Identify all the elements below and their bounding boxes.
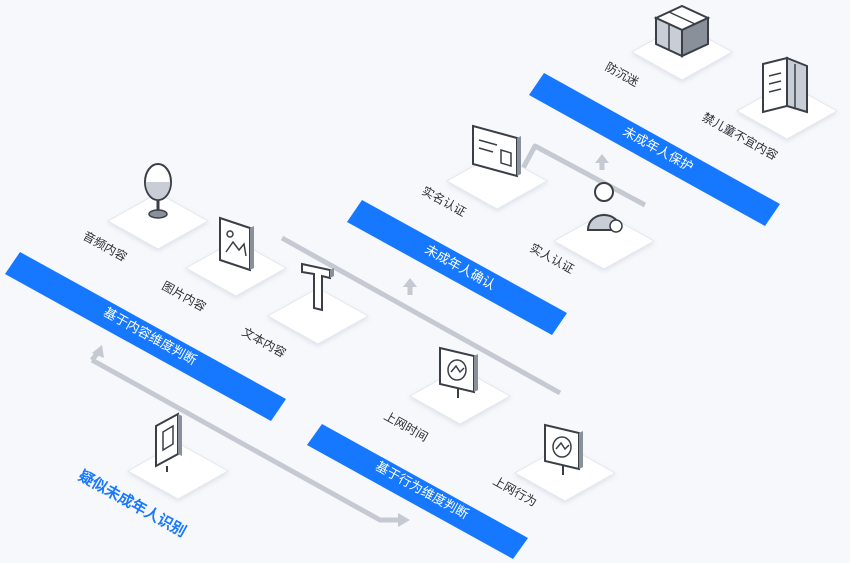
banner-content-label: 基于内容维度判断 xyxy=(101,304,200,368)
connector-content-to-confirm xyxy=(280,235,562,396)
id-card-icon xyxy=(472,124,521,178)
banners xyxy=(5,73,780,559)
card-text xyxy=(266,287,370,345)
text-t-icon xyxy=(301,262,334,312)
cards xyxy=(106,23,839,502)
connector-identify-to-behavior xyxy=(90,357,405,523)
banner-protect xyxy=(529,73,780,226)
banner-confirm xyxy=(347,200,567,335)
label-online-time: 上网时间 xyxy=(382,409,431,445)
label-audio: 音频内容 xyxy=(81,228,130,264)
card-identify xyxy=(126,442,230,500)
card-realperson xyxy=(552,212,656,270)
monitor-chart-icon xyxy=(544,423,583,475)
picture-icon xyxy=(219,216,254,272)
arrow-protect xyxy=(595,154,609,163)
books-icon xyxy=(762,56,808,114)
arrow-behavior xyxy=(398,513,410,527)
card-online-behavior xyxy=(513,444,617,502)
card-image xyxy=(184,239,288,297)
arrow-confirm xyxy=(403,278,417,287)
arrowheads xyxy=(92,154,609,527)
banner-behavior-label: 基于行为维度判断 xyxy=(373,458,472,522)
cube-blocks-icon xyxy=(653,4,711,58)
microphone-icon xyxy=(144,163,172,219)
monitor-chart-icon xyxy=(439,346,478,398)
card-audio xyxy=(106,192,210,250)
banner-behavior xyxy=(307,424,528,559)
label-anti-addiction: 防沉迷 xyxy=(603,59,642,90)
label-text: 文本内容 xyxy=(240,324,289,360)
banner-content xyxy=(5,252,286,421)
person-verify-icon xyxy=(586,182,623,233)
arrow-content xyxy=(92,345,104,358)
card-online-time xyxy=(408,367,512,425)
monitor-cube-icon xyxy=(155,412,182,472)
label-image: 图片内容 xyxy=(160,278,209,314)
card-realname xyxy=(445,152,549,210)
